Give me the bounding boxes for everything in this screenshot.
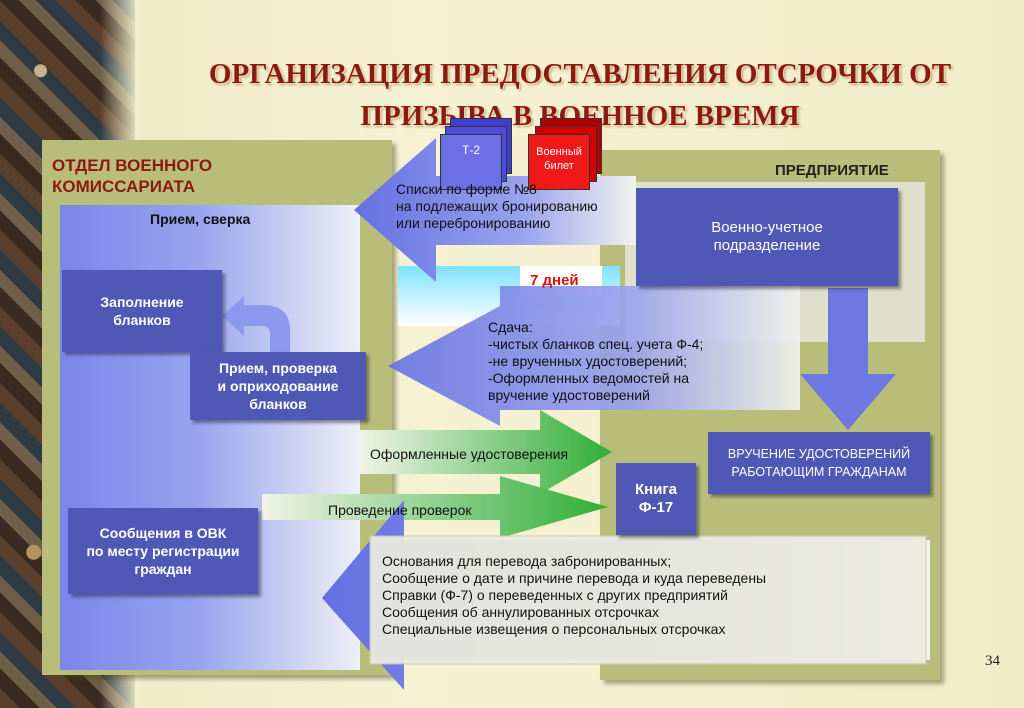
voenkomat-title-line-1: ОТДЕЛ ВОЕННОГО (52, 156, 213, 175)
oformlennye-arrow (360, 410, 612, 494)
ovk-line-2: по месту регистрации (86, 543, 240, 559)
zapolnenie-line-2: бланков (113, 312, 171, 328)
spiski-line-3: или перебронированию (396, 215, 551, 231)
provedenie-label: Проведение проверок (328, 502, 472, 518)
priem-line-3: бланков (249, 396, 307, 412)
oformlennye-label: Оформленные удостоверения (370, 446, 569, 462)
osnovaniya-line-1: Основания для перевода забронированных; (382, 553, 672, 569)
provedenie-arrow (262, 476, 608, 538)
military-id-line-2: билет (544, 160, 574, 172)
voenkomat-panel-title: ОТДЕЛ ВОЕННОГО КОМИССАРИАТА (52, 155, 212, 197)
zapolnenie-line-1: Заполнение (100, 294, 184, 310)
military-id-card: Военный билет (528, 134, 590, 190)
spiski-arrow (354, 138, 636, 282)
ovk-line-1: Сообщения в ОВК (99, 525, 227, 541)
vruchenie-line-1: ВРУЧЕНИЕ УДОСТОВЕРЕНИЙ (727, 447, 911, 461)
priem-line-2: и оприходование (217, 378, 339, 394)
voenkomat-title-line-2: КОМИССАРИАТА (52, 177, 195, 196)
sdacha-line-3: -не врученных удостоверений; (488, 353, 688, 369)
spiski-line-1: Списки по форме №8 (396, 181, 537, 197)
slide-title-line-1: ОРГАНИЗАЦИЯ ПРЕДОСТАВЛЕНИЯ ОТСРОЧКИ ОТ (208, 58, 952, 90)
vruchenie-line-2: РАБОТАЮЩИМ ГРАЖДАНАМ (731, 465, 907, 479)
osnovaniya-line-2: Сообщение о дате и причине перевода и ку… (382, 570, 767, 586)
priem-line-1: Прием, проверка (218, 360, 338, 376)
return-curve-arrow (222, 296, 290, 352)
sdacha-line-1: Сдача: (488, 319, 533, 335)
down-arrow (800, 288, 896, 430)
kniga-line-1: Книга (634, 481, 678, 498)
soobsheniya-ovk-box: Сообщения в ОВК по месту регистрации гра… (68, 508, 258, 594)
vuz-line-2: подразделение (713, 237, 821, 254)
osnovaniya-text-box (369, 535, 927, 665)
zapolnenie-blankov-box: Заполнение бланков (62, 270, 222, 352)
ovk-line-3: граждан (134, 561, 192, 577)
kniga-line-2: Ф-17 (638, 499, 674, 516)
enterprise-panel-title: ПРЕДПРИЯТИЕ (775, 162, 889, 179)
osnovaniya-line-5: Специальные извещения о персональных отс… (382, 621, 726, 637)
osnovaniya-line-3: Справки (Ф-7) о переведенных с других пр… (382, 587, 728, 603)
vuz-line-1: Военно-учетное (711, 219, 823, 236)
seven-days-label: 7 дней (530, 272, 579, 289)
t2-document-card: Т-2 (440, 134, 502, 190)
spiski-line-2: на подлежащих бронированию (396, 198, 598, 214)
kniga-f17-box: Книга Ф-17 (616, 463, 696, 535)
military-id-line-1: Военный (536, 146, 582, 158)
sdacha-arrow (388, 286, 800, 426)
vruchenie-box: ВРУЧЕНИЕ УДОСТОВЕРЕНИЙ РАБОТАЮЩИМ ГРАЖДА… (708, 432, 930, 494)
sdacha-line-5: вручение удостоверений (488, 387, 650, 403)
voenno-uchetnoe-box: Военно-учетное подразделение (636, 188, 898, 286)
osnovaniya-line-4: Сообщения об аннулированных отсрочках (382, 604, 660, 620)
sdacha-line-4: -Оформленных ведомостей на (488, 370, 690, 386)
sdacha-text: Сдача: -чистых бланков спец. учета Ф-4; … (488, 319, 738, 404)
osnovaniya-text: Основания для перевода забронированных; … (382, 553, 922, 638)
sdacha-line-2: -чистых бланков спец. учета Ф-4; (488, 336, 704, 352)
slide-number: 34 (985, 653, 1000, 669)
priem-proverka-box: Прием, проверка и оприходование бланков (190, 352, 366, 420)
spiski-text: Списки по форме №8 на подлежащих брониро… (396, 181, 636, 232)
priem-sverka-label: Прием, сверка (150, 211, 251, 227)
